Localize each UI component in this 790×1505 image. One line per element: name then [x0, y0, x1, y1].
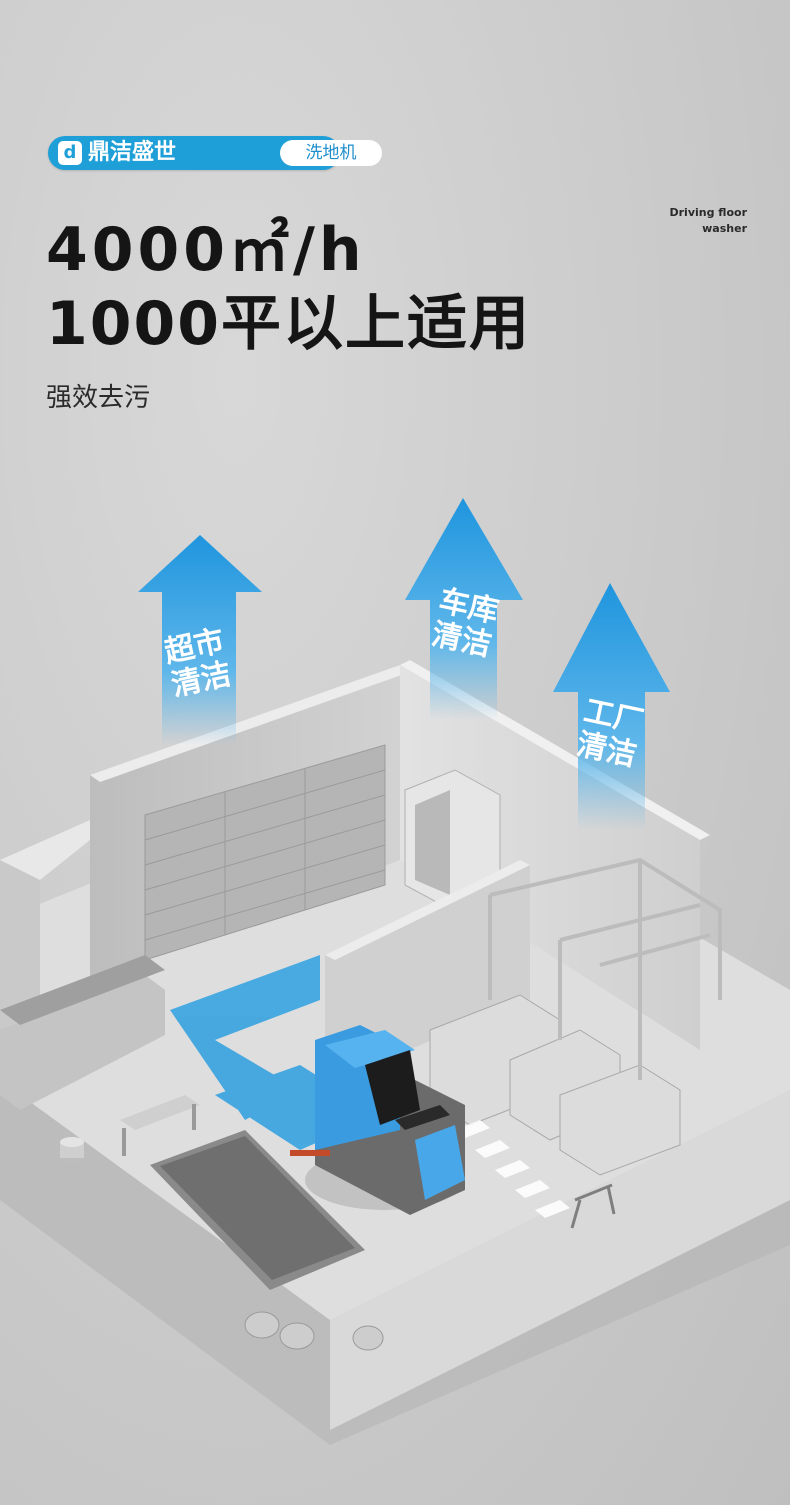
arrow-label-garage: 车库 清洁	[424, 583, 507, 664]
arrow-supermarket	[138, 535, 262, 745]
arrow-factory	[553, 583, 670, 830]
headline-subtitle: 强效去污	[46, 383, 151, 413]
workbench	[120, 1095, 200, 1130]
brand-logo-icon: d	[58, 141, 82, 165]
headline-area: 1000平以上适用	[46, 289, 531, 359]
spare-tires	[244, 1311, 384, 1351]
supermarket-shelves	[144, 744, 386, 961]
ride-on-floor-scrubber	[290, 1025, 465, 1215]
produce-counter	[0, 975, 165, 1110]
sawhorse	[570, 1183, 616, 1229]
slab-right-face	[330, 1090, 790, 1430]
arrow-label-factory: 工厂 清洁	[569, 693, 652, 774]
brand-badge: d 鼎洁盛世 洗地机	[48, 136, 382, 170]
arrow-garage	[405, 498, 523, 720]
back-wall-right	[400, 665, 700, 1050]
factory-machinery	[429, 994, 681, 1176]
product-category-tag: 洗地机	[280, 140, 382, 166]
interior-divider-wall	[325, 860, 530, 1080]
headline-capacity: 4000㎡/h	[46, 215, 366, 285]
english-tag-line2: washer	[702, 222, 747, 235]
product-category-label: 洗地机	[305, 143, 357, 163]
english-product-tag: Driving floor washer	[607, 205, 748, 237]
arrow-label-supermarket: 超市 清洁	[157, 623, 240, 704]
floor-markings	[455, 1120, 570, 1218]
overhead-pipe-rack	[488, 857, 722, 1080]
english-tag-line1: Driving floor	[669, 206, 748, 219]
brand-logo-glyph: d	[63, 142, 77, 163]
brand-name: 鼎洁盛世	[88, 140, 177, 165]
slab-left-face	[0, 1080, 330, 1430]
floor-drain-grate	[150, 1130, 365, 1290]
